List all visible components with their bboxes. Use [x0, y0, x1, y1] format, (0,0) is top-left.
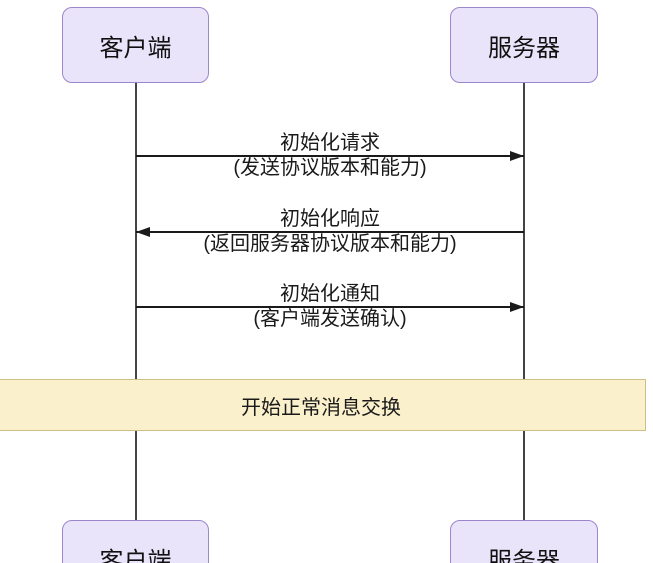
- message-3-arrowhead-right-icon: [510, 302, 524, 312]
- actor-bottom-client: 客户端: [62, 520, 209, 563]
- message-1-text-line1: 初始化请求: [280, 132, 380, 154]
- message-3-text: 初始化通知 (客户端发送确认): [136, 282, 524, 332]
- message-1-text: 初始化请求 (发送协议版本和能力): [136, 131, 524, 181]
- actor-bottom-client-label: 客户端: [99, 547, 172, 563]
- actor-top-server-label: 服务器: [488, 34, 560, 62]
- message-2-line: [136, 231, 524, 233]
- message-3-text-line1: 初始化通知: [280, 283, 380, 305]
- lifeline-client-upper: [135, 83, 137, 379]
- message-1-text-line2: (发送协议版本和能力): [233, 157, 427, 179]
- lifeline-client-lower: [135, 431, 137, 520]
- actor-bottom-server-label: 服务器: [488, 547, 560, 563]
- actor-top-client-label: 客户端: [99, 34, 172, 62]
- actor-top-server: 服务器: [450, 7, 598, 83]
- message-2-text: 初始化响应 (返回服务器协议版本和能力): [136, 207, 524, 257]
- message-3-line: [136, 306, 524, 308]
- message-2-arrowhead-left-icon: [136, 227, 150, 237]
- message-3-text-line2: (客户端发送确认): [253, 308, 407, 330]
- note-label: 开始正常消息交换: [241, 396, 401, 419]
- actor-bottom-server: 服务器: [450, 520, 598, 563]
- message-1-line: [136, 155, 524, 157]
- actor-top-client: 客户端: [62, 7, 209, 83]
- lifeline-server-lower: [523, 431, 525, 520]
- message-2-text-line2: (返回服务器协议版本和能力): [203, 233, 457, 255]
- note-band: 开始正常消息交换: [0, 379, 646, 431]
- message-2-text-line1: 初始化响应: [280, 208, 380, 230]
- message-1-arrowhead-right-icon: [510, 151, 524, 161]
